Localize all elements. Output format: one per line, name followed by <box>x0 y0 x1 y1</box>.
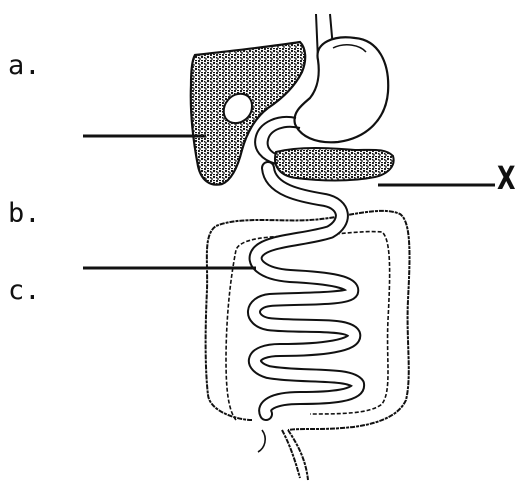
stomach <box>294 37 388 142</box>
label-x: X <box>497 162 516 194</box>
pancreas <box>275 148 394 181</box>
label-a: a. <box>8 52 41 79</box>
label-b: b. <box>8 200 41 227</box>
label-c: c. <box>8 277 41 304</box>
